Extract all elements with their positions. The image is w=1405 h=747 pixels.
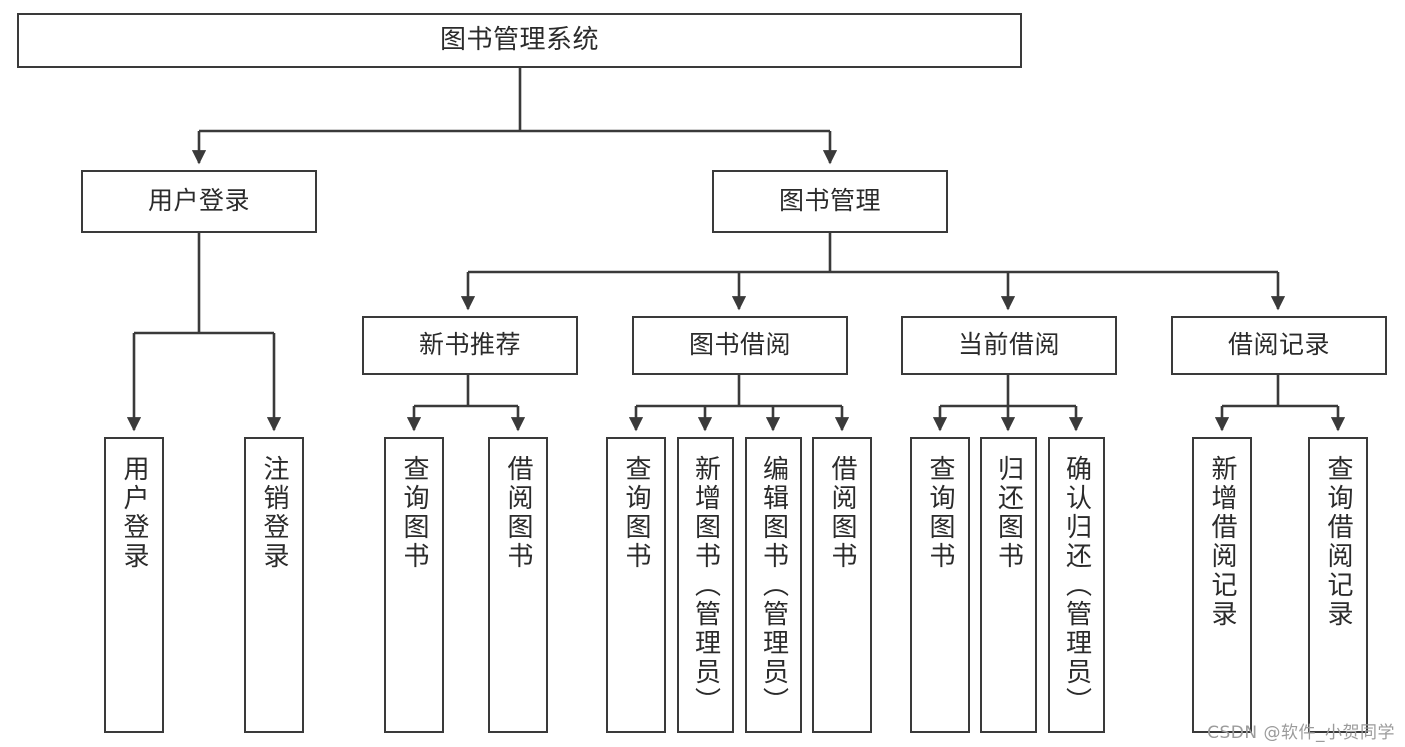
node-label: 图书借阅 <box>688 330 791 360</box>
node-label: 用户登录 <box>147 186 250 216</box>
leaf-borrow-edit-book-admin[interactable]: 编辑图书（管理员） <box>745 437 802 733</box>
node-label: 借阅图书 <box>503 455 533 571</box>
leaf-current-confirm-return-admin[interactable]: 确认归还（管理员） <box>1048 437 1105 733</box>
node-root-system[interactable]: 图书管理系统 <box>17 13 1022 68</box>
node-label: 新增图书（管理员） <box>690 455 721 716</box>
node-label: 当前借阅 <box>957 330 1060 360</box>
node-book-borrow[interactable]: 图书借阅 <box>632 316 848 375</box>
leaf-recommend-query-book[interactable]: 查询图书 <box>384 437 444 733</box>
node-borrow-record[interactable]: 借阅记录 <box>1171 316 1387 375</box>
leaf-user-login-login[interactable]: 用户登录 <box>104 437 164 733</box>
node-new-book-recommend[interactable]: 新书推荐 <box>362 316 578 375</box>
node-label: 新书推荐 <box>418 330 521 360</box>
leaf-borrow-add-book-admin[interactable]: 新增图书（管理员） <box>677 437 734 733</box>
node-label: 查询图书 <box>399 455 429 571</box>
leaf-borrow-borrow-book[interactable]: 借阅图书 <box>812 437 872 733</box>
node-label: 新增借阅记录 <box>1207 455 1237 629</box>
leaf-current-query-book[interactable]: 查询图书 <box>910 437 970 733</box>
node-label: 借阅记录 <box>1227 330 1330 360</box>
leaf-current-return-book[interactable]: 归还图书 <box>980 437 1037 733</box>
node-current-borrow[interactable]: 当前借阅 <box>901 316 1117 375</box>
node-book-management[interactable]: 图书管理 <box>712 170 948 233</box>
node-label: 查询图书 <box>925 455 955 571</box>
leaf-borrow-query-book[interactable]: 查询图书 <box>606 437 666 733</box>
node-label: 查询图书 <box>621 455 651 571</box>
node-label: 借阅图书 <box>827 455 857 571</box>
node-user-login[interactable]: 用户登录 <box>81 170 317 233</box>
node-label: 注销登录 <box>259 455 289 571</box>
leaf-user-login-logout[interactable]: 注销登录 <box>244 437 304 733</box>
node-label: 用户登录 <box>119 455 149 571</box>
node-label: 图书管理系统 <box>439 24 599 55</box>
watermark-text: CSDN @软件_小贺同学 <box>1207 723 1395 743</box>
node-label: 归还图书 <box>993 455 1024 571</box>
node-label: 确认归还（管理员） <box>1061 455 1092 716</box>
node-label: 图书管理 <box>778 186 881 216</box>
node-label: 查询借阅记录 <box>1323 455 1353 629</box>
leaf-recommend-borrow-book[interactable]: 借阅图书 <box>488 437 548 733</box>
leaf-record-query-record[interactable]: 查询借阅记录 <box>1308 437 1368 733</box>
node-label: 编辑图书（管理员） <box>758 455 789 716</box>
leaf-record-add-record[interactable]: 新增借阅记录 <box>1192 437 1252 733</box>
